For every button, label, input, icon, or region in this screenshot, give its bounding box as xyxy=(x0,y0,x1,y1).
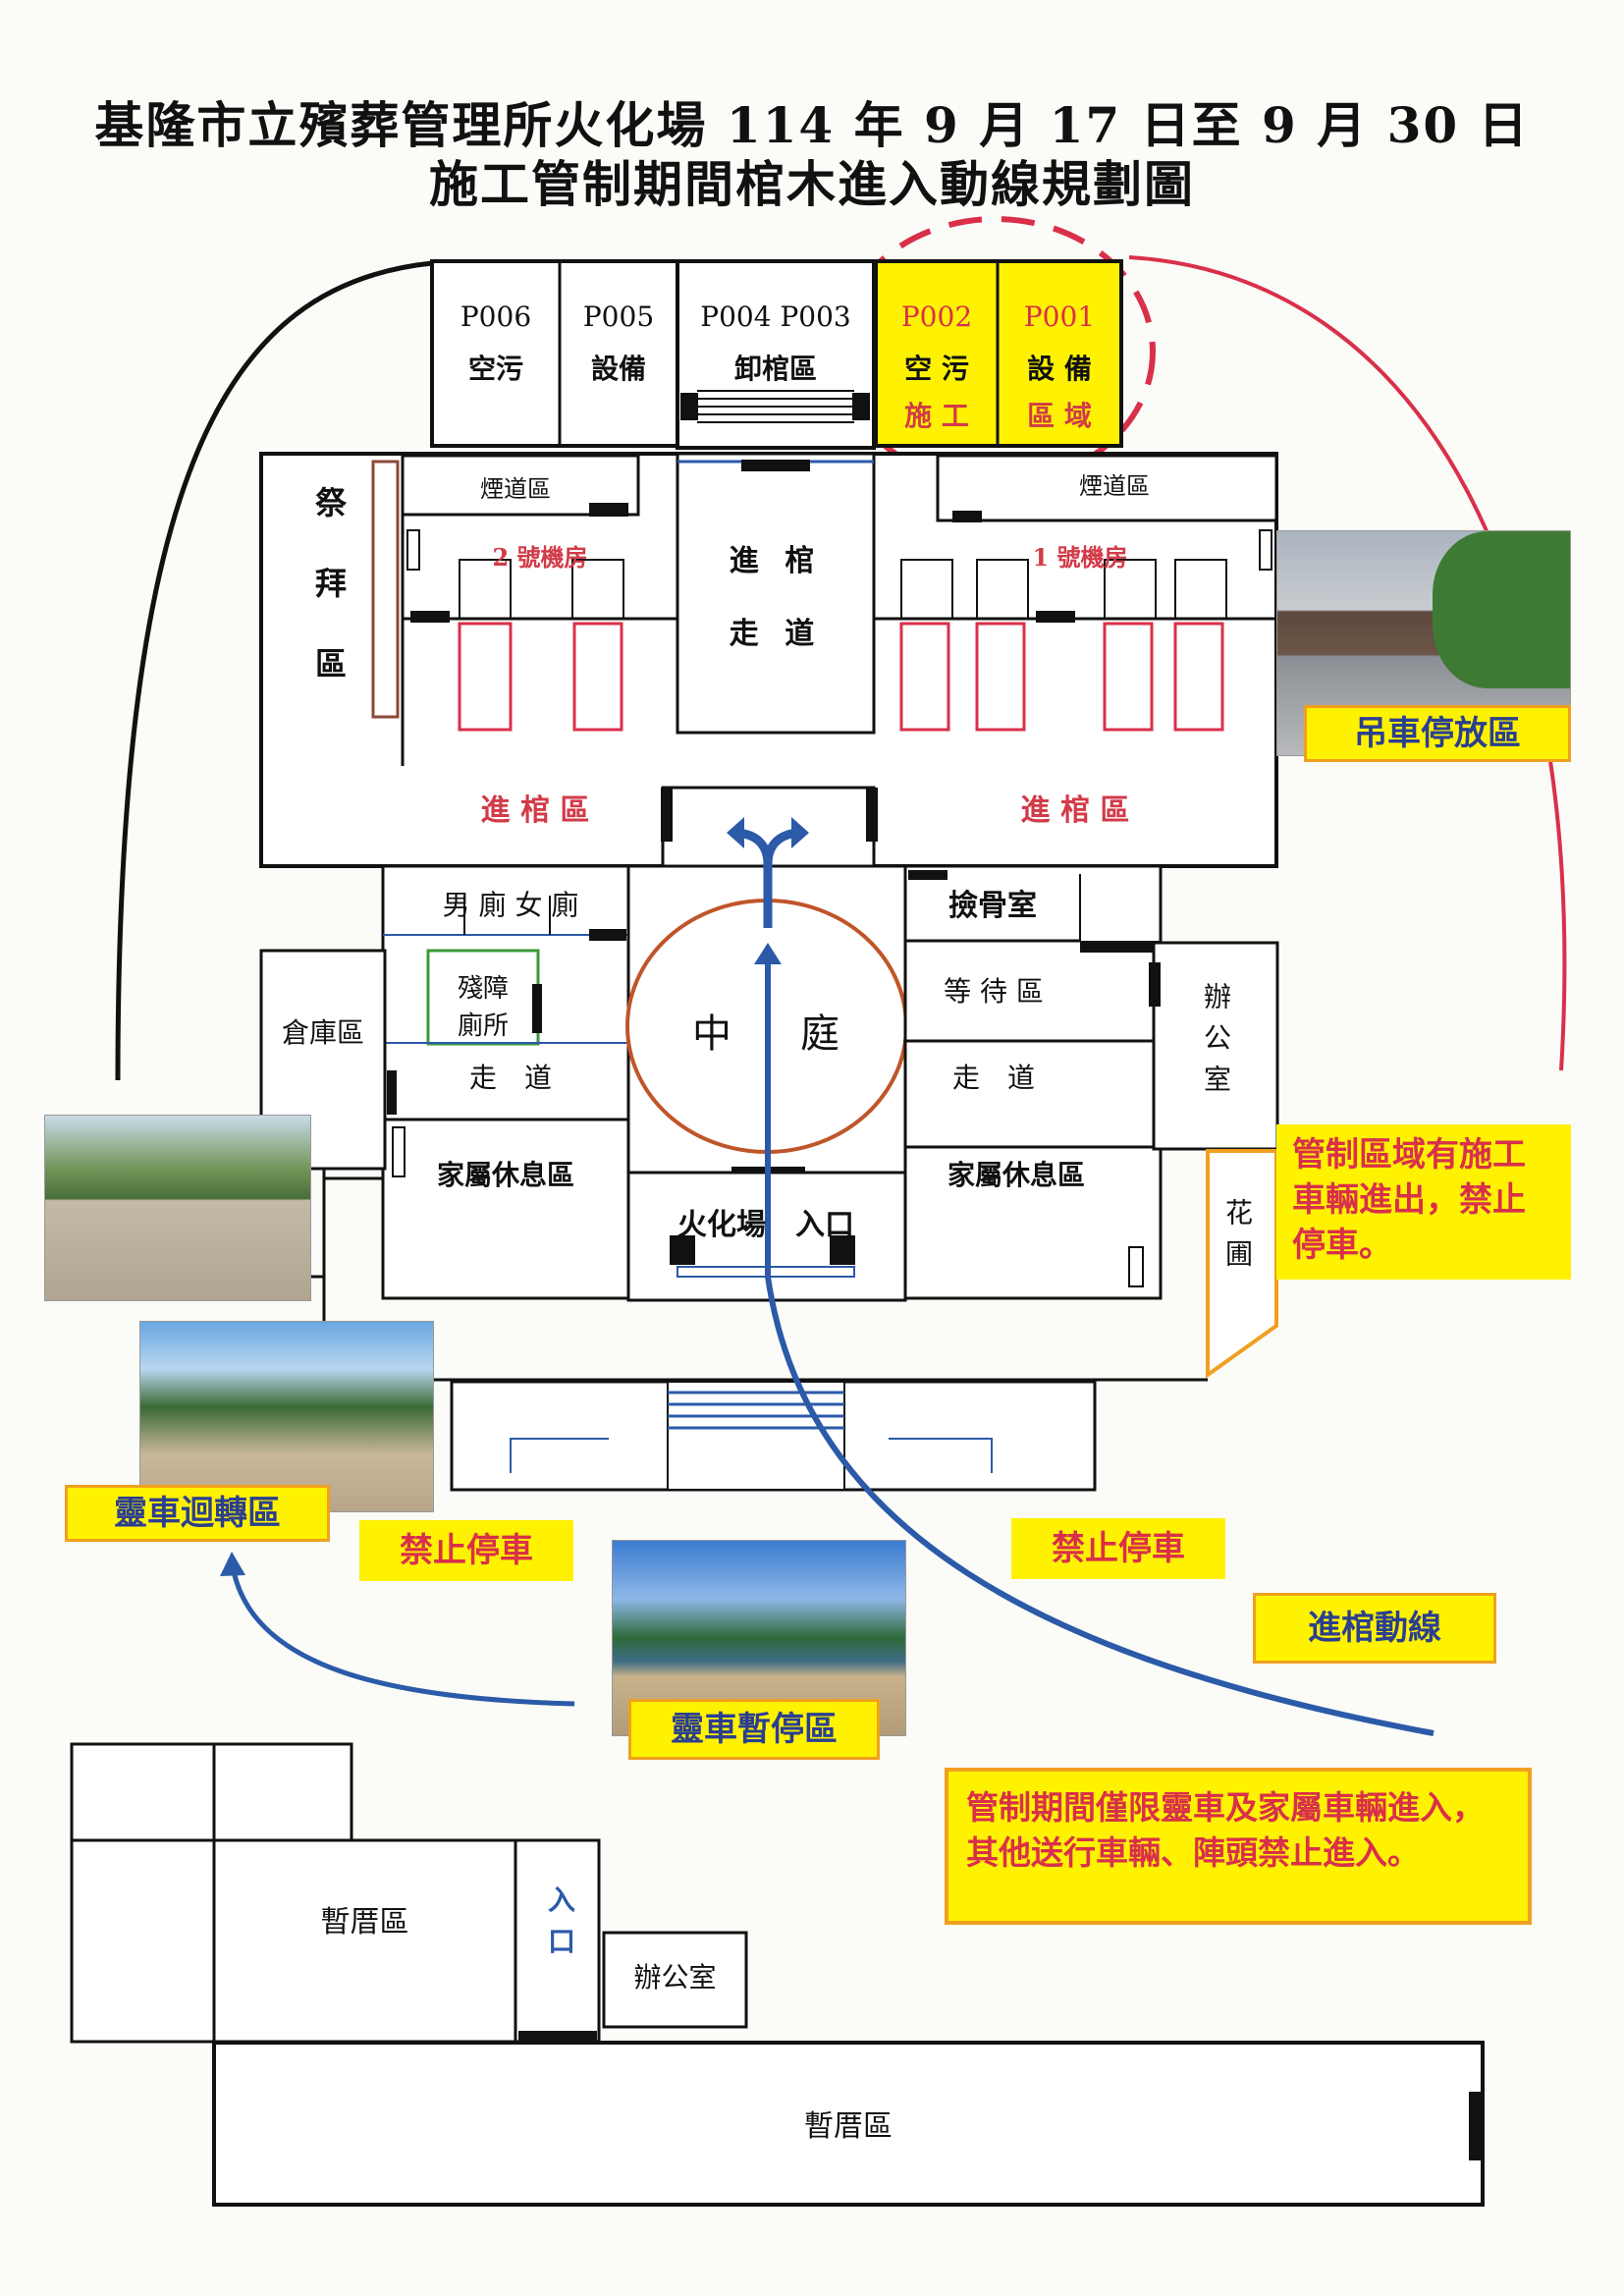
garden-label: 花圃 xyxy=(1221,1198,1254,1281)
courtyard-label-a: 中 xyxy=(692,1011,731,1057)
flue-area-right: 煙道區 xyxy=(1079,472,1150,500)
accessible-restroom-label-b: 廁所 xyxy=(457,1011,509,1041)
room-p005-code: P005 xyxy=(582,301,655,333)
room-p001-code: P001 xyxy=(1023,301,1096,333)
no-parking-right-label: 禁止停車 xyxy=(1011,1518,1225,1579)
hearse-stop-label: 靈車暫停區 xyxy=(628,1699,880,1760)
crematorium-entrance-label: 火化場 入口 xyxy=(677,1208,854,1242)
coffin-corridor-label-a: 進 棺 xyxy=(729,544,823,578)
accessible-restroom-label-a: 殘障 xyxy=(457,974,509,1004)
construction-zone-label-b: 區 域 xyxy=(1027,400,1092,432)
temporary-storage-upper: 暫厝區 xyxy=(320,1905,409,1940)
restroom-label: 男 廁 女 廁 xyxy=(442,889,579,921)
hearse-turnaround-photo xyxy=(139,1321,434,1512)
walkway-left-label: 走 道 xyxy=(468,1062,552,1094)
map-title-line2: 施工管制期間棺木進入動線規劃圖 xyxy=(429,155,1195,213)
temporary-storage-lower: 暫厝區 xyxy=(804,2109,893,2144)
small-entrance-label: 入口 xyxy=(544,1885,576,1968)
machine-room-1: 1 號機房 xyxy=(1032,543,1128,572)
room-p002-code: P002 xyxy=(900,301,973,333)
family-lounge-right: 家屬休息區 xyxy=(947,1159,1085,1191)
room-p005-label: 設備 xyxy=(590,353,646,385)
room-p001-label: 設 備 xyxy=(1027,353,1092,385)
map-title-line1: 基隆市立殯葬管理所火化場 114 年 9 月 17 日至 9 月 30 日 xyxy=(94,96,1530,154)
room-p006-label: 空污 xyxy=(467,353,523,385)
courtyard-label-b: 庭 xyxy=(800,1011,839,1057)
storage-area-label: 倉庫區 xyxy=(281,1016,364,1049)
waiting-area-label: 等 待 區 xyxy=(944,975,1044,1008)
coffin-corridor-label-b: 走 道 xyxy=(729,617,823,651)
roadside-photo xyxy=(44,1115,311,1301)
flue-area-left: 煙道區 xyxy=(480,475,551,503)
walkway-right-label: 走 道 xyxy=(951,1062,1035,1094)
construction-warning-note: 管制區域有施工車輛進出，禁止停車。 xyxy=(1276,1124,1571,1280)
coffin-area-right: 進 棺 區 xyxy=(1020,793,1130,828)
restriction-notice: 管制期間僅限靈車及家屬車輛進入，其他送行車輛、陣頭禁止進入。 xyxy=(945,1768,1532,1925)
family-lounge-left: 家屬休息區 xyxy=(436,1159,574,1191)
hearse-turnaround-label: 靈車迴轉區 xyxy=(65,1485,330,1542)
worship-area-label: 祭拜區 xyxy=(310,486,348,728)
small-office-label: 辦公室 xyxy=(633,1961,717,1994)
construction-zone-label-a: 施 工 xyxy=(904,400,969,432)
coffin-area-left: 進 棺 區 xyxy=(480,793,590,828)
bone-room-label: 撿骨室 xyxy=(948,889,1037,923)
no-parking-left-label: 禁止停車 xyxy=(359,1520,573,1581)
coffin-route-legend: 進棺動線 xyxy=(1253,1593,1496,1664)
crane-parking-label: 吊車停放區 xyxy=(1304,705,1571,762)
unload-area-label: 卸棺區 xyxy=(733,353,817,385)
machine-room-2: 2 號機房 xyxy=(492,543,588,572)
room-p002-label: 空 污 xyxy=(904,353,969,385)
office-right-label: 辦公室 xyxy=(1200,982,1232,1106)
room-p006-code: P006 xyxy=(460,301,532,333)
room-p004-p003-code: P004 P003 xyxy=(700,301,851,333)
